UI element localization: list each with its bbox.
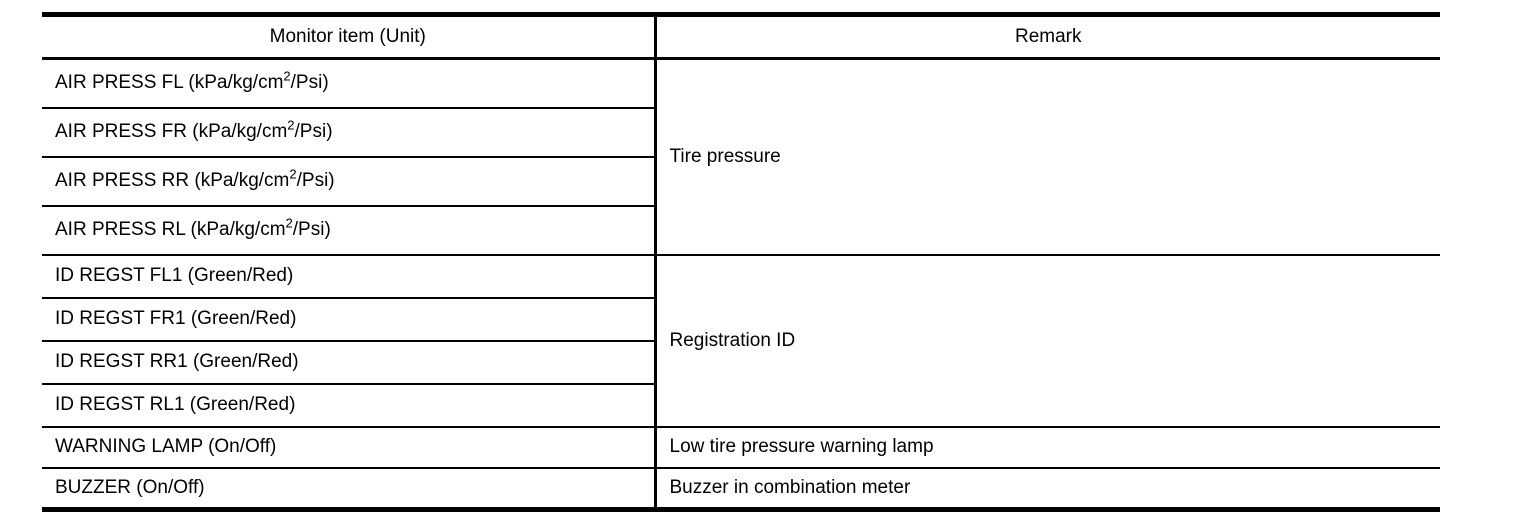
table-row: ID REGST FR1 (Green/Red) bbox=[42, 297, 1440, 342]
monitor-item-text: /Psi) bbox=[296, 170, 335, 191]
monitor-item-text: AIR PRESS FL (kPa/kg/cm bbox=[55, 72, 284, 94]
monitor-item-text: AIR PRESS FR (kPa/kg/cm bbox=[55, 121, 288, 142]
column-header-monitor-item: Monitor item (Unit) bbox=[42, 14, 657, 60]
monitor-item-text: AIR PRESS RR (kPa/kg/cm bbox=[55, 170, 290, 191]
monitor-item-cell: AIR PRESS RR (kPa/kg/cm2/Psi) bbox=[42, 156, 657, 207]
table-row: AIR PRESS FL (kPa/kg/cm2/Psi) Tire press… bbox=[42, 58, 1440, 256]
table-row: WARNING LAMP (On/Off) Low tire pressure … bbox=[42, 426, 1440, 469]
monitor-item-text: ID REGST FL1 (Green/Red) bbox=[55, 265, 294, 286]
monitor-item-text: /Psi) bbox=[292, 219, 331, 240]
monitor-item-cell: ID REGST RR1 (Green/Red) bbox=[42, 340, 657, 385]
monitor-item-cell: ID REGST FL1 (Green/Red) bbox=[42, 254, 657, 299]
superscript-2: 2 bbox=[285, 215, 293, 231]
monitor-item-cell: AIR PRESS RL (kPa/kg/cm2/Psi) bbox=[42, 205, 657, 256]
monitor-item-text: /Psi) bbox=[294, 121, 333, 142]
remark-cell-tire-pressure: Tire pressure bbox=[655, 58, 1440, 256]
monitor-item-cell: BUZZER (On/Off) bbox=[42, 467, 657, 511]
monitor-item-text: ID REGST RL1 (Green/Red) bbox=[55, 394, 296, 415]
superscript-2: 2 bbox=[283, 68, 291, 84]
table-row: ID REGST FL1 (Green/Red) Registration ID bbox=[42, 254, 1440, 428]
monitor-item-table: Monitor item (Unit) Remark AIR PRESS FL … bbox=[42, 12, 1440, 512]
monitor-item-cell: AIR PRESS FL (kPa/kg/cm2/Psi) bbox=[42, 58, 657, 109]
column-header-remark: Remark bbox=[655, 14, 1440, 60]
superscript-2: 2 bbox=[289, 166, 297, 182]
table-row: ID REGST RL1 (Green/Red) bbox=[42, 383, 1440, 428]
monitor-item-cell: WARNING LAMP (On/Off) bbox=[42, 426, 657, 469]
monitor-item-text: BUZZER (On/Off) bbox=[55, 476, 205, 498]
monitor-item-text: WARNING LAMP (On/Off) bbox=[55, 436, 277, 457]
monitor-item-cell: ID REGST FR1 (Green/Red) bbox=[42, 297, 657, 342]
remark-cell-buzzer: Buzzer in combination meter bbox=[655, 467, 1440, 511]
monitor-item-text: AIR PRESS RL (kPa/kg/cm bbox=[55, 219, 286, 240]
table-row: ID REGST RR1 (Green/Red) bbox=[42, 340, 1440, 385]
remark-cell-warning-lamp: Low tire pressure warning lamp bbox=[655, 426, 1440, 469]
table-row: AIR PRESS RL (kPa/kg/cm2/Psi) bbox=[42, 205, 1440, 256]
monitor-item-cell: ID REGST RL1 (Green/Red) bbox=[42, 383, 657, 428]
monitor-item-text: ID REGST RR1 (Green/Red) bbox=[55, 351, 299, 372]
monitor-item-text: ID REGST FR1 (Green/Red) bbox=[55, 308, 297, 329]
remark-cell-registration-id: Registration ID bbox=[655, 254, 1440, 428]
superscript-2: 2 bbox=[287, 117, 295, 133]
table-header-row: Monitor item (Unit) Remark bbox=[42, 14, 1440, 60]
table-row: BUZZER (On/Off) Buzzer in combination me… bbox=[42, 467, 1440, 511]
table-row: AIR PRESS RR (kPa/kg/cm2/Psi) bbox=[42, 156, 1440, 207]
monitor-item-text: /Psi) bbox=[290, 72, 329, 94]
table-row: AIR PRESS FR (kPa/kg/cm2/Psi) bbox=[42, 107, 1440, 158]
monitor-item-cell: AIR PRESS FR (kPa/kg/cm2/Psi) bbox=[42, 107, 657, 158]
